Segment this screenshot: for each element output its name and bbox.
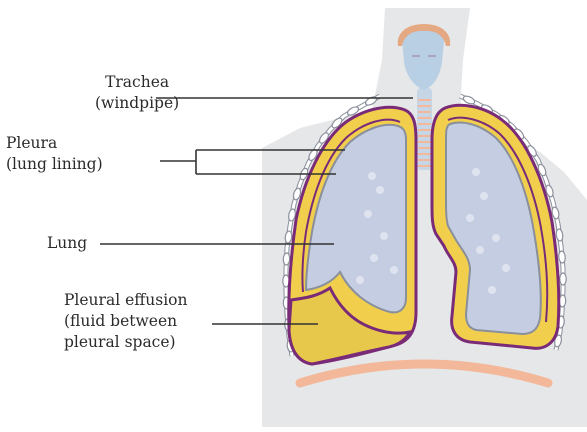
rib-segment	[283, 253, 290, 265]
lung-texture-spot	[356, 276, 364, 284]
label-lung: Lung	[47, 233, 87, 254]
label-trachea: Trachea (windpipe)	[95, 72, 179, 114]
lung-texture-spot	[472, 168, 480, 176]
lung-texture-spot	[476, 246, 484, 254]
lung-texture-spot	[370, 254, 378, 262]
lung-texture-spot	[380, 232, 388, 240]
label-pleura-line-2: (lung lining)	[6, 154, 103, 175]
lung-texture-spot	[492, 234, 500, 242]
nose	[415, 66, 433, 78]
lung-texture-spot	[502, 264, 510, 272]
label-pleura-line-1: Pleura	[6, 133, 103, 154]
leader-line-pleura-bracket	[160, 150, 196, 174]
label-effusion-line-2: (fluid between	[64, 311, 187, 332]
rib-segment	[462, 95, 476, 106]
label-trachea-line-2: (windpipe)	[95, 93, 179, 114]
label-effusion-line-1: Pleural effusion	[64, 290, 187, 311]
lung-texture-spot	[466, 214, 474, 222]
label-pleura: Pleura (lung lining)	[6, 133, 103, 175]
lung-texture-spot	[376, 186, 384, 194]
trachea	[417, 88, 432, 170]
lung-texture-spot	[480, 192, 488, 200]
lung-texture-spot	[390, 266, 398, 274]
label-lung-line-1: Lung	[47, 233, 87, 254]
label-effusion-line-3: pleural space)	[64, 332, 187, 353]
lung-texture-spot	[488, 286, 496, 294]
lung-texture-spot	[364, 210, 372, 218]
label-pleural-effusion: Pleural effusion (fluid between pleural …	[64, 290, 187, 353]
label-trachea-line-1: Trachea	[95, 72, 179, 93]
lung-texture-spot	[368, 172, 376, 180]
rib-segment	[560, 273, 566, 285]
